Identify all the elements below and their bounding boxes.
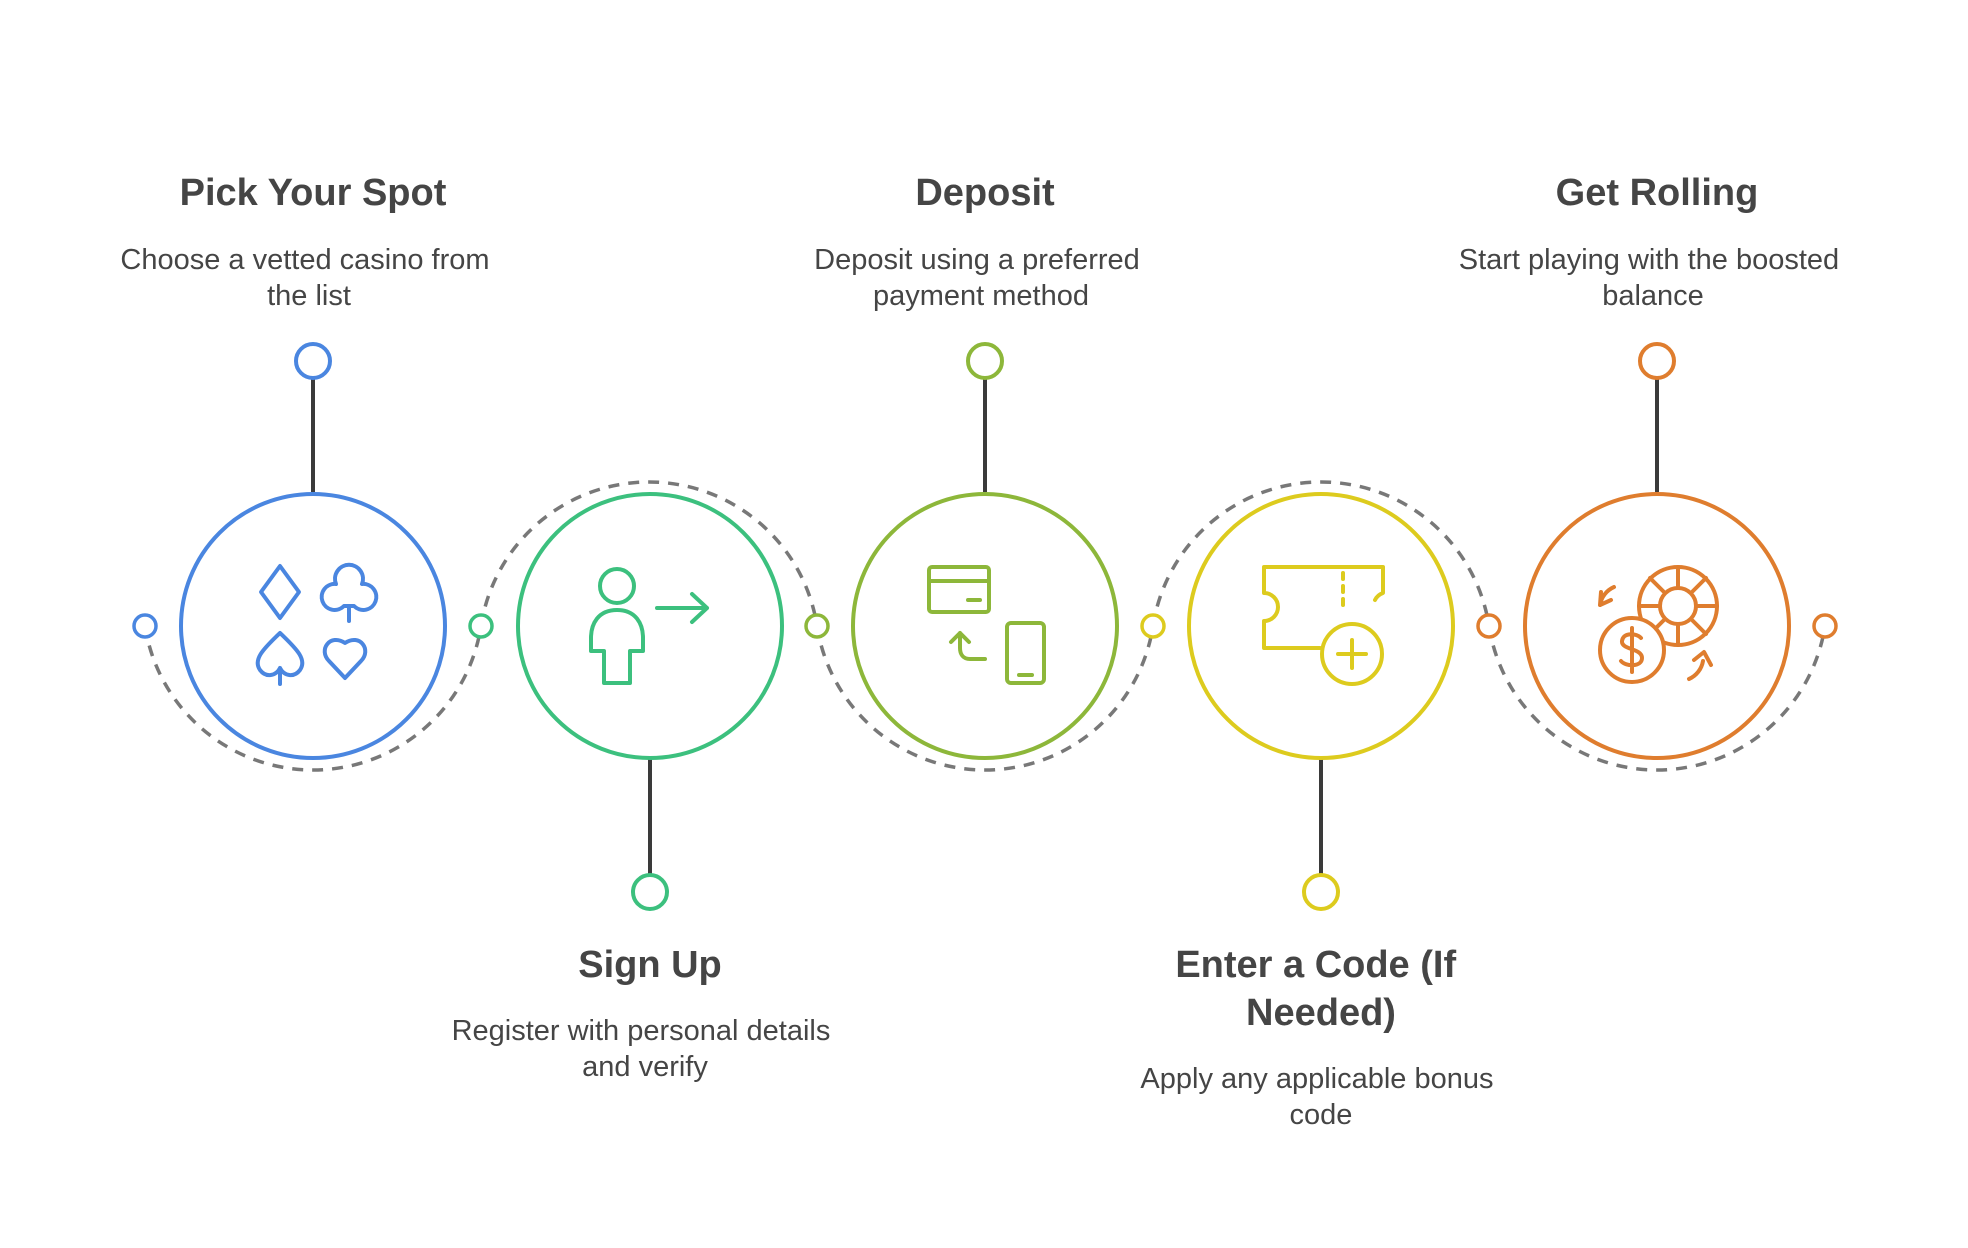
joint-circle <box>1812 613 1838 639</box>
step-description-line: Start playing with the boosted <box>1459 244 1839 276</box>
step-description: Choose a vetted casino from the list <box>120 244 497 312</box>
step-circle <box>516 492 784 760</box>
step-circle <box>1187 492 1455 760</box>
stem-end-circle <box>1638 342 1676 380</box>
joint-circle <box>804 613 830 639</box>
dashed-connector <box>143 480 1827 772</box>
step-circle <box>179 492 447 760</box>
step-pick-your-spot: Pick Your Spot Choose a vetted casino fr… <box>120 172 497 760</box>
stem-end-circle <box>631 873 669 911</box>
step-description: Start playing with the boosted balance <box>1459 244 1848 312</box>
step-enter-a-code: Enter a Code (If Needed) Apply any appli… <box>1140 492 1501 1131</box>
step-description-line: payment method <box>873 280 1089 312</box>
ticket-plus-icon <box>1262 565 1385 686</box>
joint-circle <box>468 613 494 639</box>
step-description-line: the list <box>267 280 351 312</box>
dashed-arc-5 <box>1487 625 1827 772</box>
step-description-line: and verify <box>582 1051 708 1083</box>
dashed-arc-2 <box>479 480 819 627</box>
step-title: Sign Up <box>578 944 722 986</box>
user-arrow-icon <box>589 567 709 685</box>
step-title-line: Enter a Code (If <box>1175 944 1456 986</box>
step-description: Register with personal details and verif… <box>452 1015 839 1083</box>
step-description-line: Choose a vetted casino from <box>120 244 489 276</box>
step-description-line: balance <box>1602 280 1704 312</box>
joint-circle <box>1476 613 1502 639</box>
step-description: Apply any applicable bonus code <box>1140 1063 1501 1131</box>
step-title-line: Needed) <box>1246 992 1396 1034</box>
step-sign-up: Sign Up Register with personal details a… <box>452 492 839 1083</box>
step-title: Enter a Code (If Needed) <box>1175 944 1466 1034</box>
card-to-phone-icon <box>927 565 1046 685</box>
step-title: Get Rolling <box>1556 172 1759 214</box>
step-description-line: Deposit using a preferred <box>814 244 1140 276</box>
step-description: Deposit using a preferred payment method <box>814 244 1148 312</box>
joints <box>132 613 1838 639</box>
step-description-line: code <box>1290 1099 1353 1131</box>
step-deposit: Deposit Deposit using a preferred paymen… <box>814 172 1148 760</box>
stem-end-circle <box>1302 873 1340 911</box>
step-title: Deposit <box>915 172 1055 214</box>
dashed-arc-4 <box>1151 480 1491 627</box>
step-title: Pick Your Spot <box>180 172 447 214</box>
joint-circle <box>132 613 158 639</box>
dashed-arc-3 <box>815 625 1155 772</box>
step-description-line: Apply any applicable bonus <box>1140 1063 1493 1095</box>
casino-chips-icon <box>1598 565 1719 684</box>
dashed-arc-1 <box>143 625 483 772</box>
stem-end-circle <box>294 342 332 380</box>
joint-circle <box>1140 613 1166 639</box>
step-description-line: Register with personal details <box>452 1015 831 1047</box>
step-get-rolling: Get Rolling Start playing with the boost… <box>1459 172 1848 760</box>
step-circle <box>851 492 1119 760</box>
card-suits-icon <box>255 562 379 686</box>
stem-end-circle <box>966 342 1004 380</box>
